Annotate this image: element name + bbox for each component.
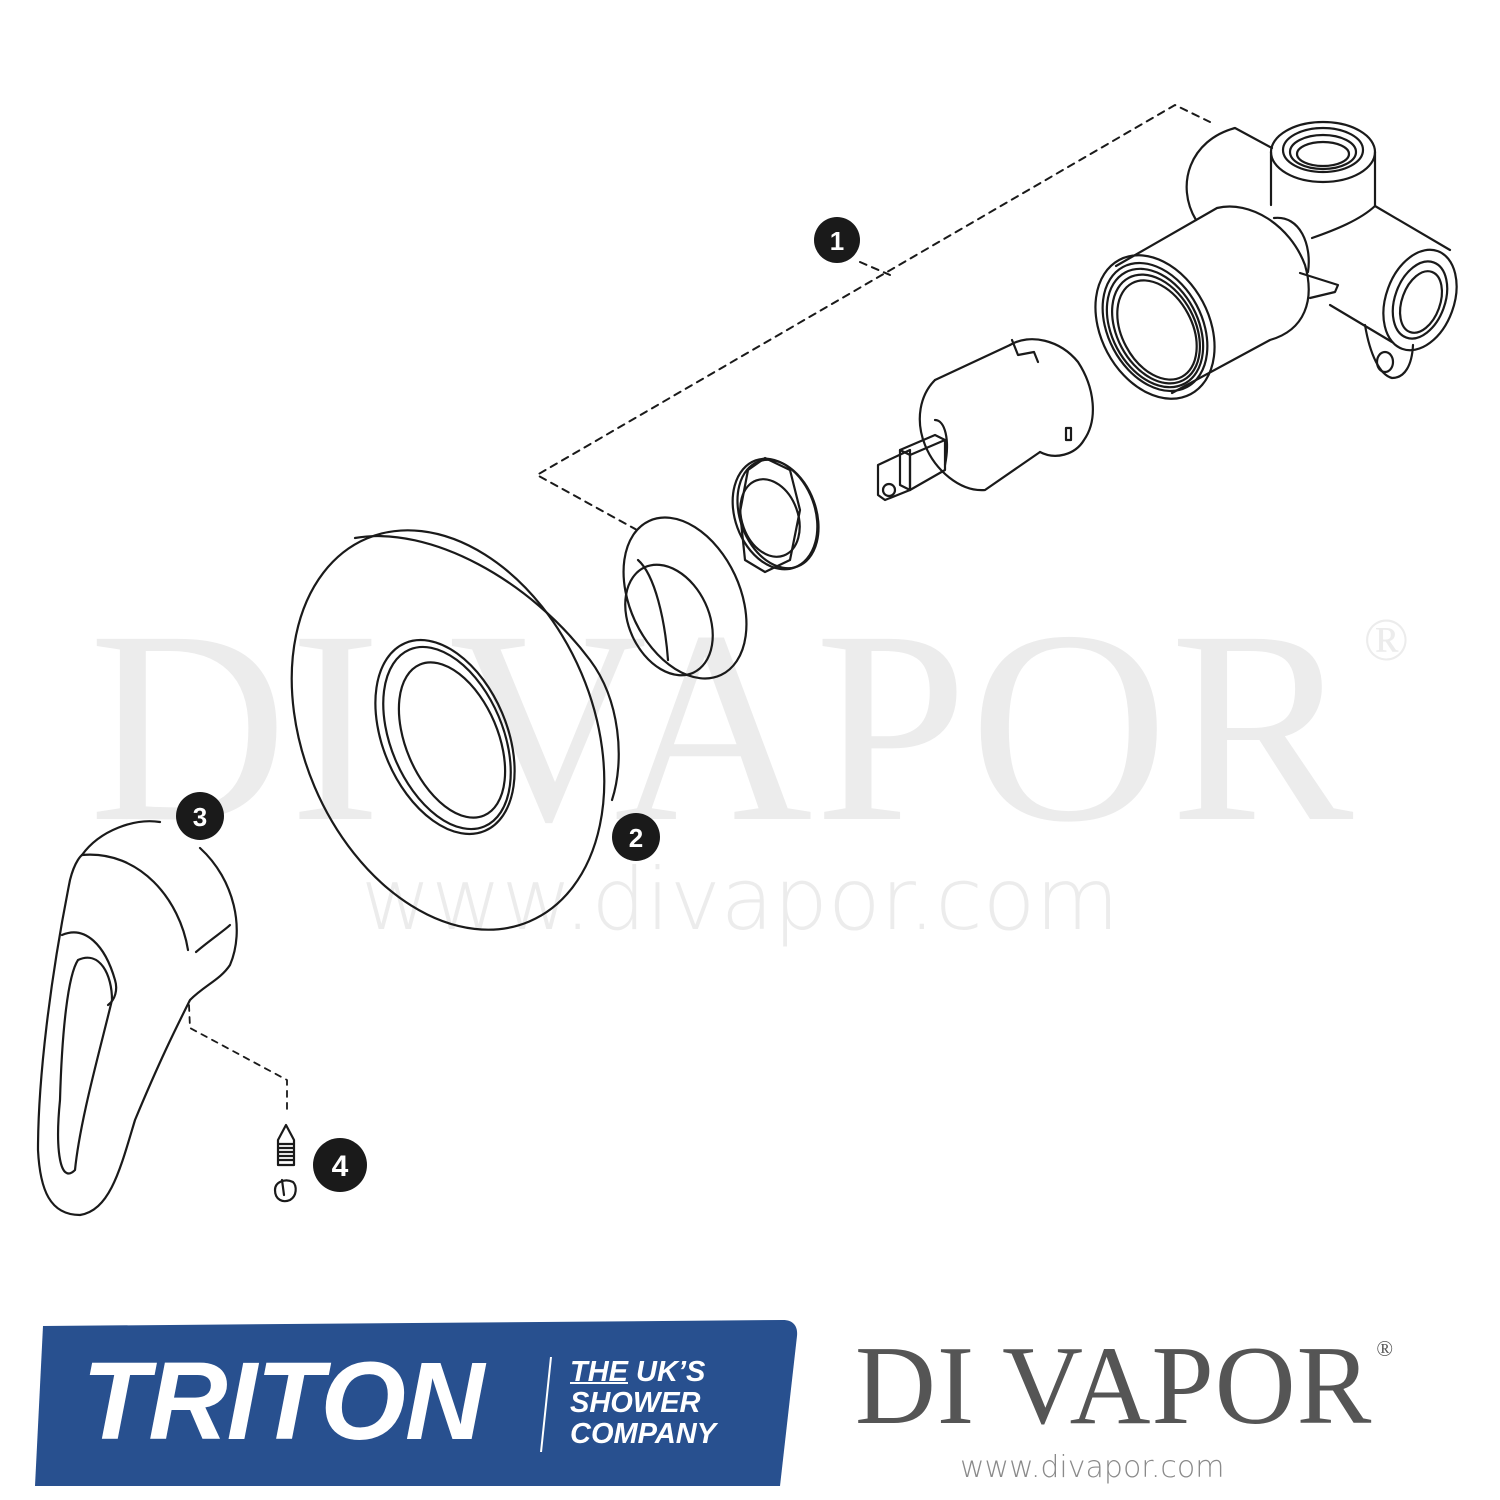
callout-2-label: 2	[629, 823, 643, 853]
triton-logo-text: TRITON	[82, 1340, 484, 1463]
callout-1-label: 1	[830, 226, 844, 256]
callout-1: 1	[814, 217, 860, 263]
divapor-registered-mark: ®	[1376, 1336, 1395, 1361]
divapor-logo: DI VAPOR®	[855, 1330, 1394, 1442]
divapor-logo-text: DI VAPOR	[855, 1324, 1373, 1448]
watermark-registered-mark: ®	[1363, 607, 1412, 673]
triton-tagline-line3: COMPANY	[570, 1418, 717, 1450]
triton-tagline-emph: THE	[570, 1356, 628, 1388]
callout-2: 2	[612, 813, 660, 861]
sleeve	[622, 516, 748, 680]
assembly-guide-line-1	[536, 104, 1211, 531]
triton-logo-background	[35, 1320, 798, 1486]
callout-3: 3	[176, 792, 224, 840]
assembly-guide-line-4	[188, 1004, 288, 1111]
divapor-url: www.divapor.com	[960, 1450, 1225, 1485]
triton-tagline-line2: SHOWER	[570, 1387, 701, 1419]
cartridge	[876, 338, 1094, 502]
callout-3-label: 3	[193, 802, 207, 832]
hex-nut	[731, 456, 820, 574]
callout-4-label: 4	[332, 1150, 349, 1183]
triton-tagline-line1: UK’S	[628, 1356, 706, 1388]
valve-body	[1094, 120, 1458, 400]
grub-screw	[273, 1123, 297, 1203]
watermark-url: www.divapor.com	[360, 850, 1120, 950]
lever-handle	[36, 820, 238, 1217]
triton-tagline: THE UK’S SHOWER COMPANY	[570, 1357, 716, 1450]
wall-plate	[290, 529, 620, 931]
watermark-brand: DI VAPOR®	[88, 575, 1412, 879]
callout-4: 4	[313, 1138, 367, 1192]
